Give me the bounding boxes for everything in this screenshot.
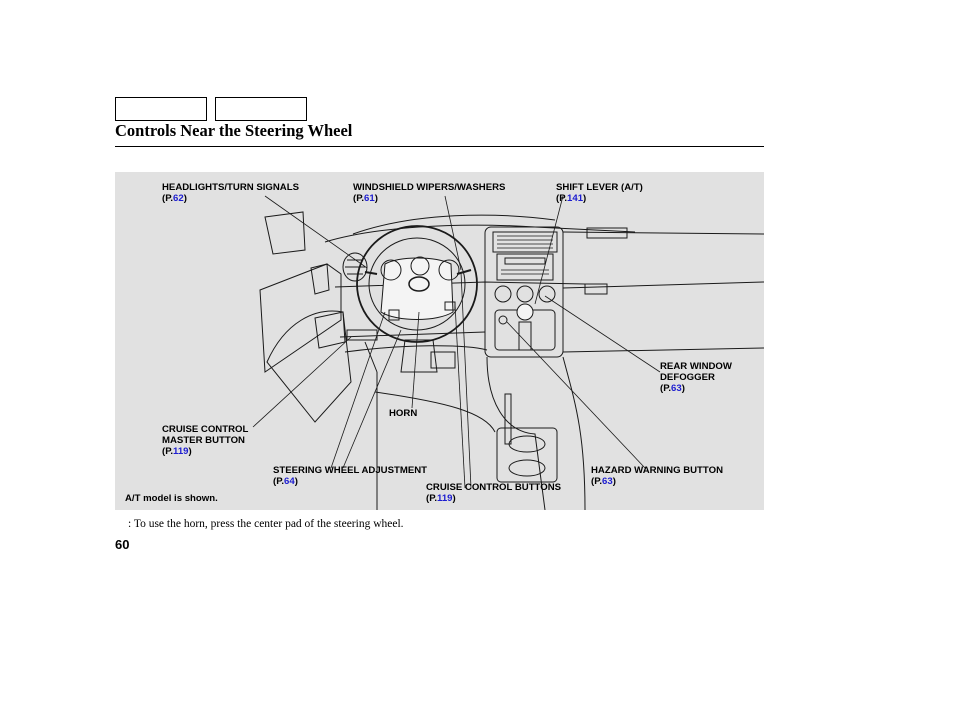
callout-cruise-control-buttons: CRUISE CONTROL BUTTONS (P.119) bbox=[426, 482, 561, 504]
callout-cruise-buttons-text: CRUISE CONTROL BUTTONS bbox=[426, 482, 562, 493]
callout-windshield-wipers: WINDSHIELD WIPERS/WASHERS (P.61) bbox=[353, 182, 505, 204]
ref-suffix: ) bbox=[583, 193, 587, 204]
page-link-62[interactable]: 62 bbox=[173, 193, 184, 204]
callout-defogger-line1: REAR WINDOW bbox=[660, 361, 732, 372]
ref-suffix: ) bbox=[294, 476, 298, 487]
callout-hazard-text: HAZARD WARNING BUTTON bbox=[591, 465, 723, 476]
ref-prefix: (P. bbox=[162, 446, 174, 457]
ref-prefix: (P. bbox=[591, 476, 603, 487]
callout-cruise-master-line2: MASTER BUTTON bbox=[162, 435, 245, 446]
ref-suffix: ) bbox=[374, 193, 378, 204]
callout-steering-adjust-text: STEERING WHEEL ADJUSTMENT bbox=[273, 465, 428, 476]
ref-prefix: (P. bbox=[273, 476, 285, 487]
page-link-64[interactable]: 64 bbox=[284, 476, 295, 487]
ref-prefix: (P. bbox=[162, 193, 174, 204]
ref-prefix: (P. bbox=[353, 193, 365, 204]
callout-hazard-warning-button: HAZARD WARNING BUTTON (P.63) bbox=[591, 465, 723, 487]
ref-prefix: (P. bbox=[556, 193, 568, 204]
callout-cruise-master-line1: CRUISE CONTROL bbox=[162, 424, 249, 435]
ref-prefix: (P. bbox=[660, 383, 672, 394]
callout-horn-text: HORN bbox=[389, 408, 418, 419]
page-link-63-hazard[interactable]: 63 bbox=[602, 476, 613, 487]
nav-button-main-menu[interactable] bbox=[115, 97, 207, 121]
horn-footnote: : To use the horn, press the center pad … bbox=[128, 518, 404, 530]
callout-cruise-control-master: CRUISE CONTROL MASTER BUTTON (P.119) bbox=[162, 424, 248, 457]
figure-note: A/T model is shown. bbox=[125, 493, 218, 504]
callout-horn: HORN bbox=[389, 408, 417, 419]
callout-rear-window-defogger: REAR WINDOW DEFOGGER (P.63) bbox=[660, 361, 732, 394]
page-link-141[interactable]: 141 bbox=[567, 193, 584, 204]
page-title: Controls Near the Steering Wheel bbox=[115, 121, 353, 140]
page-link-119-master[interactable]: 119 bbox=[173, 446, 189, 457]
dashboard-illustration bbox=[252, 195, 764, 510]
dashboard-figure: HEADLIGHTS/TURN SIGNALS (P.62) WINDSHIEL… bbox=[115, 172, 764, 510]
ref-suffix: ) bbox=[612, 476, 616, 487]
callout-defogger-line2: DEFOGGER bbox=[660, 372, 715, 383]
callout-shift-lever: SHIFT LEVER (A/T) (P.141) bbox=[556, 182, 643, 204]
callout-headlights-turn-signals: HEADLIGHTS/TURN SIGNALS (P.62) bbox=[162, 182, 299, 204]
callout-steering-wheel-adjustment: STEERING WHEEL ADJUSTMENT (P.64) bbox=[273, 465, 427, 487]
callout-wipers-text: WINDSHIELD WIPERS/WASHERS bbox=[353, 182, 506, 193]
page-number: 60 bbox=[115, 537, 130, 552]
page-link-119-buttons[interactable]: 119 bbox=[437, 493, 453, 504]
page-link-61[interactable]: 61 bbox=[364, 193, 375, 204]
ref-suffix: ) bbox=[681, 383, 685, 394]
ref-suffix: ) bbox=[452, 493, 456, 504]
ref-suffix: ) bbox=[188, 446, 192, 457]
page-link-63-defogger[interactable]: 63 bbox=[671, 383, 682, 394]
ref-suffix: ) bbox=[183, 193, 187, 204]
ref-prefix: (P. bbox=[426, 493, 438, 504]
nav-button-table-of-contents[interactable] bbox=[215, 97, 307, 121]
callout-shift-text: SHIFT LEVER (A/T) bbox=[556, 182, 643, 193]
callout-headlights-text: HEADLIGHTS/TURN SIGNALS bbox=[162, 182, 299, 193]
title-divider bbox=[115, 146, 764, 147]
